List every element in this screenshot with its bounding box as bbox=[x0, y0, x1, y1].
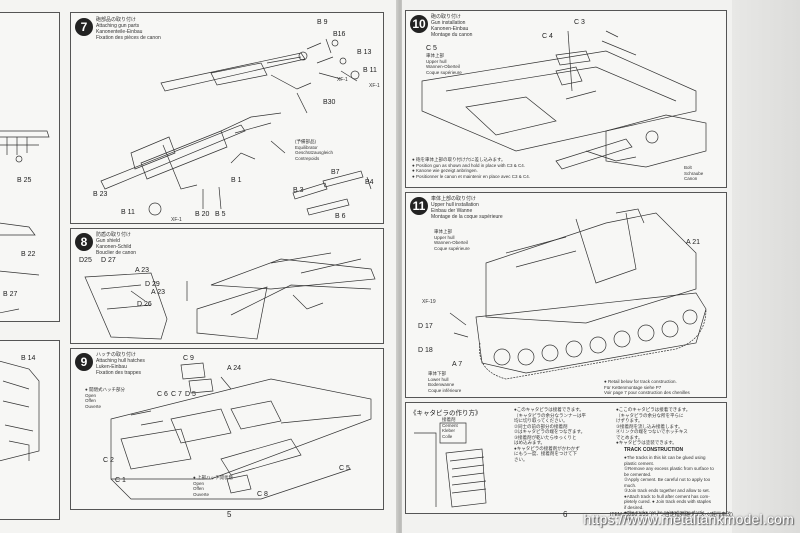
upper-hull-installation-drawing bbox=[449, 208, 707, 380]
part-label: A 23 bbox=[135, 267, 150, 274]
part-label: D 17 bbox=[418, 323, 433, 330]
paint-code: XF-1 bbox=[171, 217, 182, 223]
gun-install-note: ● 砲を車体上部の取り付け穴に差し込みます。 ● Position gun as… bbox=[412, 157, 531, 179]
book-spine bbox=[396, 0, 404, 533]
part-label: B 13 bbox=[357, 49, 372, 56]
part-label: B 6 bbox=[335, 213, 346, 220]
part-label: D 29 bbox=[145, 281, 160, 288]
step-title: 車体上部の取り付け Upper hull installation Einbau… bbox=[431, 196, 503, 220]
part-label: D 26 bbox=[137, 301, 152, 308]
part-label: B 11 bbox=[363, 67, 377, 74]
part-label: B 23 bbox=[93, 191, 108, 198]
step-number: 7 bbox=[75, 18, 93, 36]
paint-code: XF-1 bbox=[369, 83, 380, 89]
part-label: B 3 bbox=[293, 187, 304, 194]
part-label: B 14 bbox=[21, 355, 36, 362]
part-label: A 24 bbox=[227, 365, 242, 372]
step-number: 9 bbox=[75, 353, 93, 371]
page-number-right: 6 bbox=[563, 510, 568, 519]
track-jp-instructions: ●このキャタピラは接着できます。 （キャタピラの余分なランナーは平 均に切り取っ… bbox=[514, 407, 586, 462]
paint-code: XF-1 bbox=[337, 77, 348, 83]
track-drawing bbox=[414, 422, 487, 508]
bolt-label: Bolt Schraube Canon bbox=[684, 165, 704, 181]
part-label: C 7 bbox=[171, 391, 182, 398]
part-label: B 1 bbox=[231, 177, 242, 184]
step-title: 砲部品の取り付け Attaching gun parts Kanonenteil… bbox=[96, 17, 161, 41]
hull-partial-drawing bbox=[0, 360, 40, 462]
part-label: C 1 bbox=[115, 477, 126, 484]
part-label: B 20 bbox=[195, 211, 210, 218]
part-label: B 27 bbox=[3, 291, 18, 298]
part-label: C 3 bbox=[574, 19, 585, 26]
part-label: D 5 bbox=[185, 391, 196, 398]
gun-assembly-drawing bbox=[100, 38, 372, 216]
part-label: A 21 bbox=[686, 239, 701, 246]
part-label: B 5 bbox=[215, 211, 226, 218]
site-watermark: https://www.metaltankmodel.com bbox=[583, 511, 794, 527]
part-label: A 23 bbox=[151, 289, 166, 296]
track-jp-instructions-2: ●ここのキャタピラは接着できます。 （キャタピラの余分な所を平らに けずります。… bbox=[616, 407, 691, 445]
paint-code: XF-19 bbox=[422, 299, 436, 305]
open-hatch-note: ● 開閉式ハッチ部分 Open Offen Ouverte bbox=[85, 387, 125, 409]
step-number: 10 bbox=[410, 15, 428, 33]
track-en-instructions: ●The tracks in this kit can be glued usi… bbox=[624, 455, 714, 521]
page-number-left: 5 bbox=[227, 510, 232, 519]
item-footer: ITEM 35280 1/35 ドイツ自走榴弾砲ヴェスペ(軽戦車改) bbox=[610, 512, 733, 518]
part-label: B 22 bbox=[21, 251, 36, 258]
part-label: C 8 bbox=[257, 491, 268, 498]
lower-hull-label: 車体下部 Lower hull Bodenwanne Coque inférie… bbox=[428, 371, 462, 393]
step-title: ハッチの取り付け Attaching hull hatches Luken-Ei… bbox=[96, 352, 145, 376]
step-6-drawing bbox=[0, 130, 50, 314]
step-title: 砲の取り付け Gun installation Kanonen-Einbau M… bbox=[431, 14, 473, 38]
part-label: D 18 bbox=[418, 347, 433, 354]
part-label: B 11 bbox=[121, 209, 135, 216]
track-construction-panel: 《キャタピラの作り方》 接着剤 Cement Kleber Colle ●このキ… bbox=[405, 402, 727, 521]
step-6-panel-partial: B 25 B 22 B 27 bbox=[0, 12, 60, 322]
gun-shield-drawing bbox=[84, 252, 376, 340]
part-label: D25 bbox=[79, 257, 92, 264]
next-page-edge bbox=[732, 0, 800, 533]
track-reference-note: ● Retail below for track construction. F… bbox=[604, 379, 690, 395]
upper-hull-label-2: 車体上部 Upper hull Wannen-Oberteil Coque su… bbox=[434, 229, 470, 251]
part-label: C 2 bbox=[103, 457, 114, 464]
part-label: C 9 bbox=[183, 355, 194, 362]
step-partial-lower: B 14 bbox=[0, 340, 60, 520]
part-label: B4 bbox=[365, 179, 374, 186]
step-7-panel: 7 砲部品の取り付け Attaching gun parts Kanonente… bbox=[70, 12, 384, 224]
part-label: C 4 bbox=[542, 33, 553, 40]
part-label: B7 bbox=[331, 169, 340, 176]
step-title: 防盾の取り付け Gun shield Kanonen-Schild Boucli… bbox=[96, 232, 137, 256]
track-en-heading: TRACK CONSTRUCTION bbox=[624, 447, 684, 453]
hull-hatches-drawing bbox=[110, 362, 372, 500]
part-label: B 25 bbox=[17, 177, 32, 184]
part-label: B 9 bbox=[317, 19, 328, 26]
part-label: B16 bbox=[333, 31, 346, 38]
part-label: A 7 bbox=[452, 361, 463, 368]
part-label: C 5 bbox=[426, 45, 437, 52]
step-11-panel: 11 車体上部の取り付け Upper hull installation Ein… bbox=[405, 192, 727, 398]
upper-hull-label: 車体上部 Upper hull Wannen-Oberteil Coque su… bbox=[426, 53, 462, 75]
part-label: C 5 bbox=[339, 465, 350, 472]
step-8-panel: 8 防盾の取り付け Gun shield Kanonen-Schild Bouc… bbox=[70, 228, 384, 344]
track-title: 《キャタピラの作り方》 bbox=[410, 410, 482, 417]
part-label: D 27 bbox=[101, 257, 116, 264]
cement-label: 接着剤 Cement Kleber Colle bbox=[442, 417, 458, 439]
part-label: B30 bbox=[323, 99, 336, 106]
step-number: 8 bbox=[75, 233, 93, 251]
step-10-panel: 10 砲の取り付け Gun installation Kanonen-Einba… bbox=[405, 10, 727, 188]
gun-installation-drawing bbox=[421, 30, 707, 170]
step-number: 11 bbox=[410, 197, 428, 215]
open-hatch-note-2: ● 上部ハッチ開状態 Open Offen Ouverte bbox=[193, 475, 233, 497]
part-label: C 6 bbox=[157, 391, 168, 398]
spare-parts-note: (予備部品) Equilibrator Geschützausgleich Co… bbox=[295, 139, 334, 161]
step-9-panel: 9 ハッチの取り付け Attaching hull hatches Luken-… bbox=[70, 348, 384, 510]
